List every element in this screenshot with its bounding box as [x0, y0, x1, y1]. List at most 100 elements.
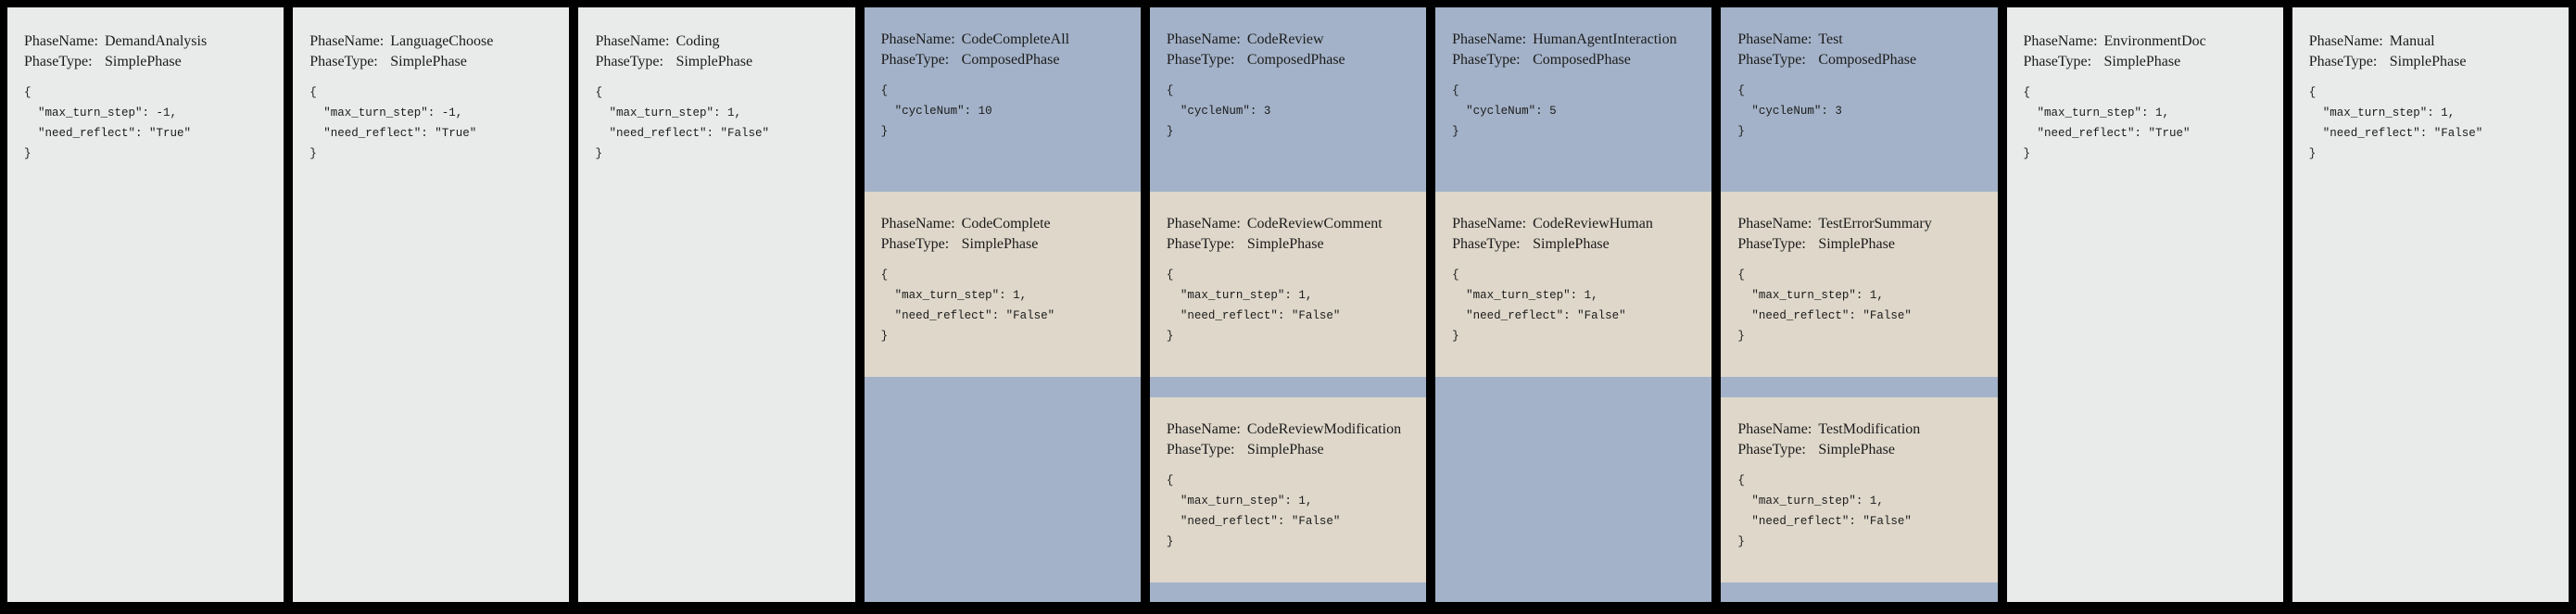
- phase-type-row: PhaseType:SimplePhase: [1737, 440, 1988, 460]
- phase-name-value: DemandAnalysis: [105, 33, 208, 49]
- config-line: {: [880, 269, 889, 282]
- phase-config-json: { "max_turn_step": 1, "need_reflect": "F…: [1737, 470, 1988, 552]
- phase-name-value: Manual: [2389, 33, 2435, 49]
- phase-type-label: PhaseType:: [1737, 52, 1806, 68]
- phase-type-label: PhaseType:: [1737, 236, 1806, 252]
- composed-phase-divider: [1150, 377, 1426, 397]
- phase-column-human-agent-interaction: PhaseName: HumanAgentInteraction PhaseTyp…: [1435, 7, 1712, 602]
- config-line: "need_reflect": "False": [1452, 309, 1626, 322]
- config-line: {: [24, 86, 32, 99]
- phase-name-value: CodeReviewModification: [1246, 421, 1402, 437]
- phase-block: PhaseName:CodeCompleteAll PhaseType:Comp…: [865, 7, 1141, 142]
- phase-type-row: PhaseType:SimplePhase: [881, 234, 1131, 255]
- config-line: "max_turn_step": 1,: [2023, 107, 2170, 119]
- phase-block: PhaseName:CodeReview PhaseType:ComposedP…: [1150, 7, 1426, 142]
- subphase-band-code-complete: PhaseName:CodeComplete PhaseType:SimpleP…: [864, 192, 1141, 377]
- phase-block: PhaseName:CodeReviewComment PhaseType:Si…: [1150, 192, 1426, 346]
- phase-name-row: PhaseName: Manual: [2309, 31, 2559, 52]
- phase-config-json: { "max_turn_step": 1, "need_reflect": "F…: [881, 265, 1131, 346]
- phase-type-row: PhaseType:ComposedPhase: [1737, 50, 1988, 70]
- config-line: {: [595, 86, 602, 99]
- phase-column-language-choose: PhaseName:LanguageChoose PhaseType:Simpl…: [293, 7, 570, 602]
- config-line: {: [1166, 84, 1174, 97]
- phase-type-label: PhaseType:: [309, 54, 378, 69]
- config-line: "max_turn_step": -1,: [24, 107, 178, 119]
- phase-block: PhaseName:EnvironmentDoc PhaseType:Simpl…: [2007, 7, 2283, 164]
- composed-phase-header: PhaseName:Test PhaseType:ComposedPhase {…: [1721, 7, 1997, 192]
- phase-name-label: PhaseName:: [1166, 216, 1241, 232]
- config-line: "need_reflect": "True": [309, 127, 477, 140]
- phase-block: PhaseName:TestModification PhaseType:Sim…: [1721, 397, 1997, 552]
- composed-phase-header: PhaseName:HumanAgentInteraction PhaseTyp…: [1435, 7, 1711, 192]
- phase-block: PhaseName:Coding PhaseType:SimplePhase {…: [578, 7, 854, 164]
- phase-block: PhaseName: DemandAnalysis PhaseType: Simpl…: [7, 7, 284, 164]
- composed-phase-header: PhaseName:CodeCompleteAll PhaseType:Comp…: [865, 7, 1141, 192]
- phase-config-json: { "cycleNum": 5 }: [1452, 81, 1702, 142]
- config-line: {: [1737, 474, 1745, 487]
- phase-block: PhaseName:TestErrorSummary PhaseType:Sim…: [1721, 192, 1997, 346]
- phase-type-label: PhaseType:: [1166, 52, 1235, 68]
- config-line: {: [880, 84, 889, 97]
- phase-name-label: PhaseName:: [24, 33, 98, 49]
- config-line: "cycleNum": 3: [1166, 105, 1271, 118]
- phase-name-row: PhaseName: DemandAnalysis: [24, 31, 274, 52]
- phase-type-label: PhaseType:: [24, 54, 93, 69]
- config-line: }: [309, 147, 317, 160]
- config-line: {: [1737, 269, 1745, 282]
- phase-type-label: PhaseType:: [1452, 236, 1521, 252]
- phase-type-label: PhaseType:: [1452, 52, 1521, 68]
- config-line: }: [24, 147, 32, 160]
- composed-phase-divider: [1721, 377, 1997, 397]
- config-line: }: [595, 147, 602, 160]
- phase-name-row: PhaseName:CodeReviewComment: [1167, 214, 1417, 234]
- config-line: }: [1452, 330, 1459, 343]
- phase-name-label: PhaseName:: [1737, 31, 1812, 47]
- phase-type-row: PhaseType:SimplePhase: [595, 52, 845, 72]
- config-line: "need_reflect": "False": [880, 309, 1055, 322]
- config-line: "max_turn_step": -1,: [309, 107, 463, 119]
- phase-type-row: PhaseType:SimplePhase: [1167, 234, 1417, 255]
- phase-name-value: CodeComplete: [961, 216, 1051, 232]
- phase-type-row: PhaseType: SimplePhase: [309, 52, 560, 72]
- phase-type-row: PhaseType:SimplePhase: [1737, 234, 1988, 255]
- phase-block: PhaseName: Manual PhaseType: SimplePhase {…: [2292, 7, 2569, 164]
- phase-columns: PhaseName: DemandAnalysis PhaseType: Simpl…: [7, 7, 2569, 602]
- phase-block: PhaseName: CodeReviewHuman PhaseType: Simp…: [1435, 192, 1711, 346]
- phase-column-demand-analysis: PhaseName: DemandAnalysis PhaseType: Simpl…: [7, 7, 284, 602]
- phase-type-value: SimplePhase: [105, 54, 182, 69]
- phase-type-value: SimplePhase: [1533, 236, 1610, 252]
- config-line: }: [2023, 147, 2031, 160]
- config-line: }: [1166, 125, 1174, 138]
- config-line: "max_turn_step": 1,: [1166, 495, 1313, 507]
- phase-type-row: PhaseType: ComposedPhase: [1167, 50, 1417, 70]
- composed-phase-header: PhaseName:CodeReview PhaseType:ComposedP…: [1150, 7, 1426, 192]
- phase-type-row: PhaseType:ComposedPhase: [881, 50, 1131, 70]
- phase-name-value: HumanAgentInteraction: [1533, 31, 1677, 47]
- phase-type-row: PhaseType: SimplePhase: [1452, 234, 1702, 255]
- phase-config-json: { "max_turn_step": 1, "need_reflect": "F…: [1167, 265, 1417, 346]
- config-line: {: [1737, 84, 1745, 97]
- phase-type-value: ComposedPhase: [1246, 52, 1345, 68]
- phase-config-json: { "max_turn_step": 1, "need_reflect": "F…: [2309, 82, 2559, 164]
- phase-type-value: SimplePhase: [2389, 54, 2467, 69]
- phase-type-value: SimplePhase: [676, 54, 753, 69]
- config-line: }: [1166, 330, 1174, 343]
- phase-name-label: PhaseName:: [1452, 216, 1527, 232]
- phase-name-label: PhaseName:: [2308, 33, 2383, 49]
- phase-column-code-review: PhaseName:CodeReview PhaseType:ComposedP…: [1149, 7, 1427, 602]
- phase-type-row: PhaseType: SimplePhase: [2309, 52, 2559, 72]
- phase-type-value: SimplePhase: [390, 54, 467, 69]
- phase-config-json: { "max_turn_step": 1, "need_reflect": "F…: [1167, 470, 1417, 552]
- config-line: "max_turn_step": 1,: [1452, 289, 1598, 302]
- phase-name-value: CodeReviewHuman: [1533, 216, 1653, 232]
- phase-type-label: PhaseType:: [2308, 54, 2378, 69]
- config-line: "need_reflect": "False": [1737, 515, 1912, 528]
- config-line: {: [1166, 474, 1174, 487]
- phase-column-code-complete-all: PhaseName:CodeCompleteAll PhaseType:Comp…: [864, 7, 1141, 602]
- config-line: }: [1166, 535, 1174, 548]
- phase-column-coding: PhaseName:Coding PhaseType:SimplePhase {…: [578, 7, 855, 602]
- phase-config-json: { "max_turn_step": -1, "need_reflect": "…: [309, 82, 560, 164]
- phase-block: PhaseName:Test PhaseType:ComposedPhase {…: [1721, 7, 1997, 142]
- config-line: "max_turn_step": 1,: [1166, 289, 1313, 302]
- phase-block: PhaseName:CodeComplete PhaseType:SimpleP…: [865, 192, 1141, 346]
